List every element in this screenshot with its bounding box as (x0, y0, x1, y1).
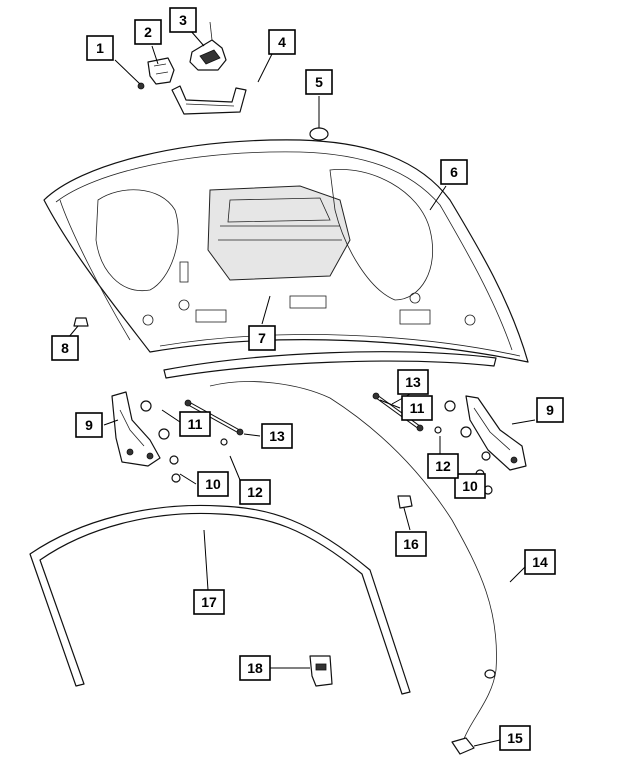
svg-text:18: 18 (247, 660, 263, 676)
callout-7: 7 (248, 325, 276, 351)
callout-11-left: 11 (179, 411, 211, 437)
svg-text:11: 11 (188, 416, 203, 432)
callout-9-left: 9 (75, 412, 103, 438)
callout-9-right: 9 (536, 397, 564, 423)
callout-17: 17 (193, 589, 225, 615)
svg-text:16: 16 (403, 536, 419, 552)
callout-3: 3 (169, 7, 197, 33)
callout-8: 8 (51, 335, 79, 361)
svg-text:9: 9 (546, 402, 554, 418)
callout-5: 5 (305, 69, 333, 95)
part-cable-end-15 (451, 737, 475, 755)
callout-18: 18 (239, 655, 271, 681)
svg-text:15: 15 (507, 730, 523, 746)
svg-text:13: 13 (269, 428, 285, 444)
callout-11-right: 11 (401, 395, 433, 421)
callout-14: 14 (524, 549, 556, 575)
svg-text:17: 17 (201, 594, 217, 610)
svg-text:8: 8 (61, 340, 69, 356)
part-striker-bracket-4 (171, 85, 247, 115)
part-screw-1 (137, 82, 145, 90)
svg-text:13: 13 (405, 374, 421, 390)
callout-12-left: 12 (239, 479, 271, 505)
svg-text:12: 12 (435, 458, 451, 474)
part-strut-left-13 (184, 399, 244, 436)
svg-text:3: 3 (179, 12, 187, 28)
part-ball-studs-12 (220, 426, 442, 446)
callout-10-left: 10 (197, 471, 229, 497)
callout-13-left: 13 (261, 423, 293, 449)
callout-15: 15 (499, 725, 531, 751)
svg-text:7: 7 (258, 330, 266, 346)
callout-4: 4 (268, 29, 296, 55)
callout-1: 1 (86, 35, 114, 61)
part-hood-latch-3 (189, 21, 227, 71)
svg-text:10: 10 (462, 478, 478, 494)
svg-text:9: 9 (85, 417, 93, 433)
part-hinge-left-9 (111, 391, 161, 467)
svg-text:6: 6 (450, 164, 458, 180)
part-hinge-right-9 (465, 395, 527, 471)
svg-text:1: 1 (96, 40, 104, 56)
part-clip-16 (397, 495, 413, 509)
part-release-handle-18 (309, 655, 333, 687)
part-clip-8 (73, 317, 89, 327)
callout-16: 16 (395, 531, 427, 557)
callout-6: 6 (440, 159, 468, 185)
part-bracket-2 (147, 57, 175, 85)
svg-text:5: 5 (315, 74, 323, 90)
svg-text:11: 11 (410, 400, 425, 416)
callout-2: 2 (134, 19, 162, 45)
svg-text:12: 12 (247, 484, 263, 500)
callout-12-right: 12 (427, 453, 459, 479)
svg-text:14: 14 (532, 554, 548, 570)
part-nuts-11 (140, 400, 472, 440)
part-hood-panel-6 (43, 139, 529, 363)
svg-text:10: 10 (205, 476, 221, 492)
part-weatherstrip-17 (29, 504, 411, 695)
svg-text:4: 4 (278, 34, 286, 50)
callout-13-right: 13 (397, 369, 429, 395)
part-plug-5 (309, 127, 329, 141)
svg-text:2: 2 (144, 24, 152, 40)
callout-10-right: 10 (454, 473, 486, 499)
part-seal-7 (163, 351, 497, 379)
part-release-cable-14 (209, 381, 497, 745)
